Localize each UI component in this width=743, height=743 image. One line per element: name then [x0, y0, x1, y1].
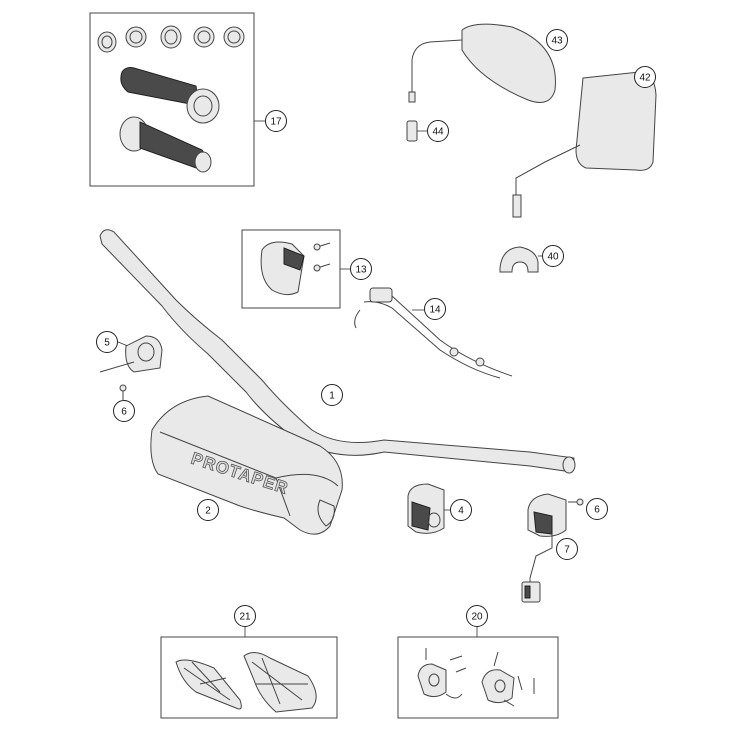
callout-20: 20 [466, 605, 488, 627]
callout-6-right: 6 [586, 498, 608, 520]
handlebar-pad: PROTAPER [150, 395, 343, 535]
svg-text:5: 5 [104, 338, 110, 349]
callout-14: 14 [424, 298, 446, 320]
handlebar [99, 229, 576, 474]
throttle-cables [354, 287, 513, 379]
grip-set-box [89, 12, 255, 187]
callout-13: 13 [350, 258, 372, 280]
svg-text:17: 17 [270, 117, 282, 128]
svg-text:6: 6 [121, 407, 127, 418]
svg-text:44: 44 [432, 127, 444, 138]
callout-7: 7 [556, 538, 578, 560]
hand-guard-group [160, 636, 338, 719]
mount-right [481, 651, 535, 707]
throttle-grip [120, 67, 220, 124]
callout-6-left: 6 [113, 400, 135, 422]
callout-43: 43 [546, 29, 568, 51]
svg-text:4: 4 [458, 506, 464, 517]
callout-2: 2 [197, 499, 219, 521]
callout-4: 4 [450, 499, 472, 521]
grip-set-group [89, 12, 255, 187]
callout-42: 42 [634, 66, 656, 88]
mounting-kit-box [397, 636, 559, 719]
housing-screws [313, 242, 331, 272]
right-mirror [512, 71, 657, 218]
svg-text:2: 2 [205, 506, 211, 517]
svg-text:6: 6 [594, 505, 600, 516]
svg-text:13: 13 [355, 265, 367, 276]
left-mirror [408, 23, 556, 103]
switch-screw [568, 498, 584, 506]
left-grip [119, 116, 212, 173]
clamp-screw [119, 384, 127, 400]
callout-21: 21 [234, 605, 256, 627]
callout-40: 40 [542, 245, 564, 267]
callout-5: 5 [96, 331, 118, 353]
svg-text:1: 1 [329, 391, 335, 402]
mount-left [417, 648, 467, 699]
right-switch [521, 493, 567, 603]
mirror-adapter [406, 120, 418, 142]
handlebar-clamp [499, 246, 539, 273]
svg-text:20: 20 [471, 612, 483, 623]
svg-text:14: 14 [429, 305, 441, 316]
callout-44: 44 [427, 120, 449, 142]
svg-text:40: 40 [547, 252, 559, 263]
svg-text:42: 42 [639, 73, 651, 84]
left-switch [407, 483, 445, 534]
mounting-kit-group [397, 636, 559, 719]
svg-text:7: 7 [564, 545, 570, 556]
callout-1: 1 [321, 384, 343, 406]
clamp-block [99, 335, 163, 373]
grip-cam-rings [97, 25, 245, 53]
hand-guard-box [160, 636, 338, 719]
svg-text:21: 21 [239, 612, 251, 623]
callout-17: 17 [265, 110, 287, 132]
svg-text:43: 43 [551, 36, 563, 47]
throttle-housing-group [241, 229, 341, 309]
